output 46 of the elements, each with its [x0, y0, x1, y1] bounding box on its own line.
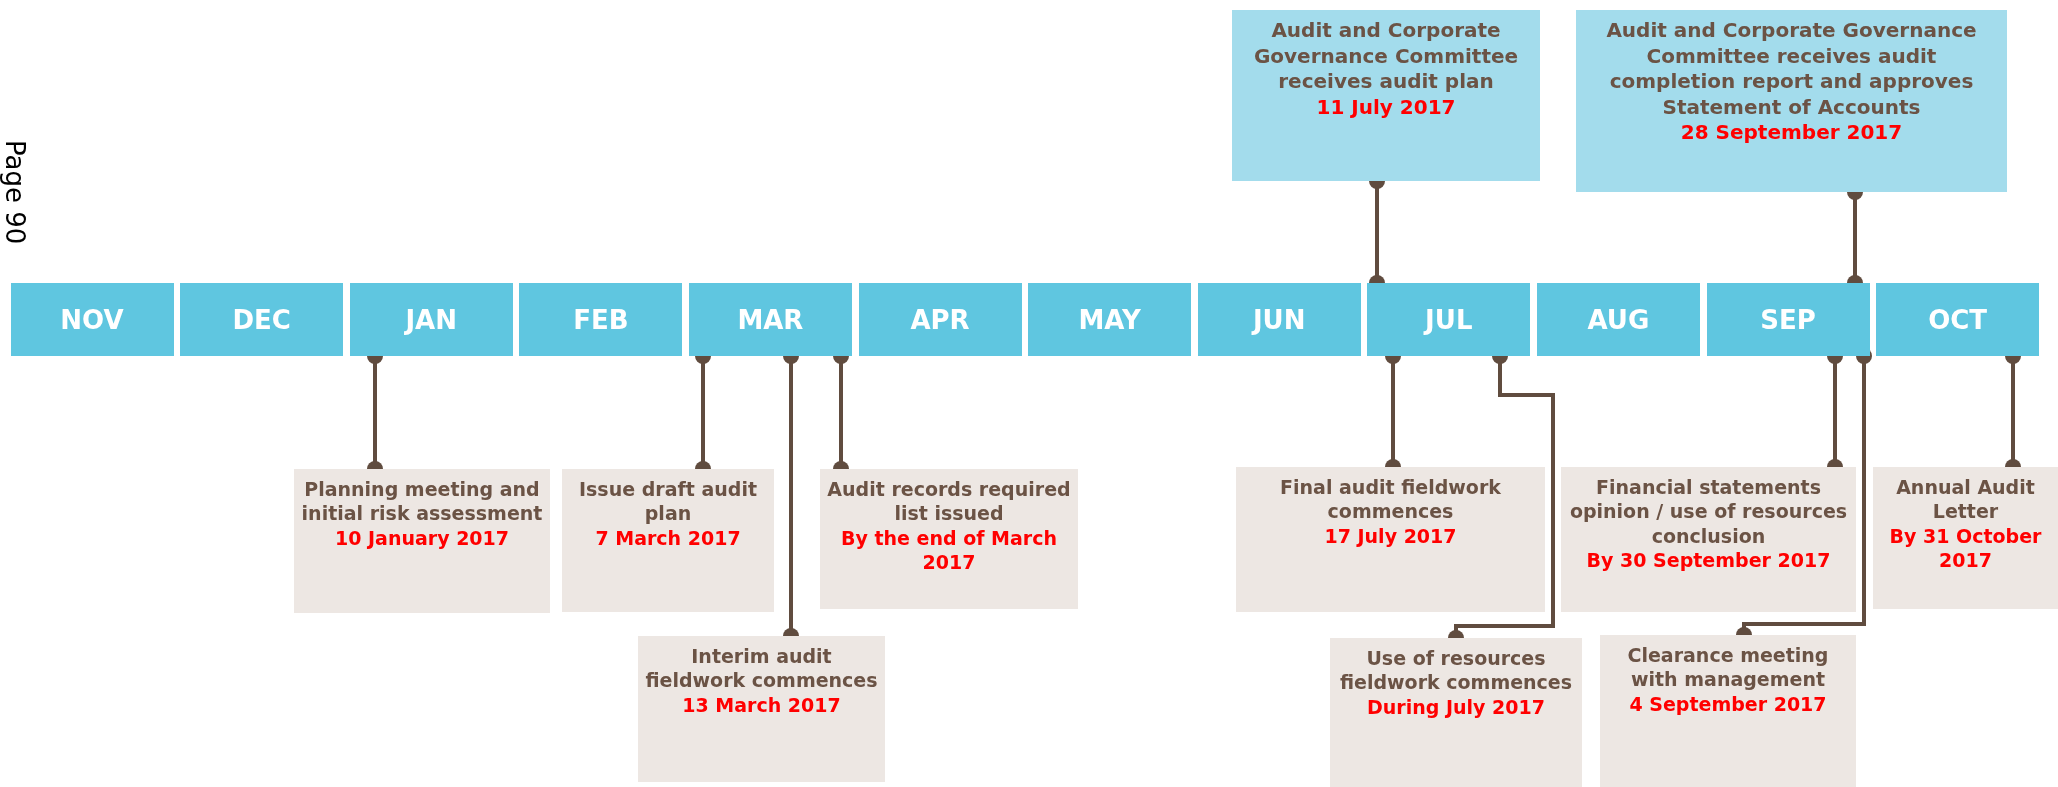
month-box: OCT	[1876, 283, 2040, 356]
milestone-box	[638, 636, 885, 782]
milestone-text: Interim audit fieldwork commences	[644, 644, 879, 693]
milestone-date: 11 July 2017	[1315, 94, 1457, 121]
milestone-box	[1330, 638, 1582, 787]
month-box: APR	[858, 283, 1022, 356]
month-box: JUL	[1367, 283, 1531, 356]
milestone-text: Audit and Corporate Governance Committee receives audit completion report and approves Statement of Accounts	[1605, 18, 1978, 121]
milestone-date: 10 January 2017	[333, 525, 511, 550]
milestone-box	[1561, 467, 1856, 612]
milestone-text: Audit records required list issued	[826, 477, 1072, 526]
milestone-date: During July 2017	[1366, 694, 1546, 719]
month-box: MAY	[1028, 283, 1192, 356]
milestone-box	[562, 469, 774, 612]
milestone-box	[1576, 10, 2007, 192]
milestone-box	[1236, 467, 1545, 612]
month-box: DEC	[180, 283, 344, 356]
milestone-date: By the end of March 2017	[839, 525, 1058, 575]
milestone-text: Annual Audit Letter	[1895, 475, 2036, 524]
milestone-box	[1873, 467, 2058, 609]
month-box: SEP	[1706, 283, 1870, 356]
milestone-text: Audit and Corporate Governance Committee receives audit plan	[1252, 18, 1520, 95]
milestone-text: Planning meeting and initial risk assessment	[300, 477, 544, 526]
milestone-text: Issue draft audit plan	[578, 477, 758, 526]
milestone-date: By 30 September 2017	[1585, 547, 1832, 573]
milestone-box	[1232, 10, 1540, 181]
month-box: JAN	[349, 283, 513, 356]
month-box: FEB	[519, 283, 683, 356]
month-box: MAR	[688, 283, 852, 356]
milestone-box	[294, 469, 550, 613]
milestone-text: Financial statements opinion / use of resources conclusion	[1568, 475, 1849, 548]
milestone-date: 7 March 2017	[594, 525, 742, 550]
milestone-date: 4 September 2017	[1628, 691, 1828, 716]
milestone-box	[1600, 635, 1856, 787]
month-box: JUN	[1197, 283, 1361, 356]
milestone-text: Use of resources fieldwork commences	[1338, 646, 1574, 695]
milestone-date: 13 March 2017	[681, 692, 842, 717]
milestone-text: Clearance meeting with management	[1626, 643, 1830, 692]
milestone-text: Final audit fieldwork commences	[1279, 475, 1502, 524]
milestone-date: By 31 October 2017	[1888, 523, 2043, 573]
milestone-date: 17 July 2017	[1323, 523, 1458, 548]
page-number: Page 90	[0, 140, 30, 245]
milestone-date: 28 September 2017	[1679, 120, 1904, 146]
milestone-box	[820, 469, 1078, 609]
month-box: AUG	[1536, 283, 1700, 356]
month-box: NOV	[10, 283, 174, 356]
